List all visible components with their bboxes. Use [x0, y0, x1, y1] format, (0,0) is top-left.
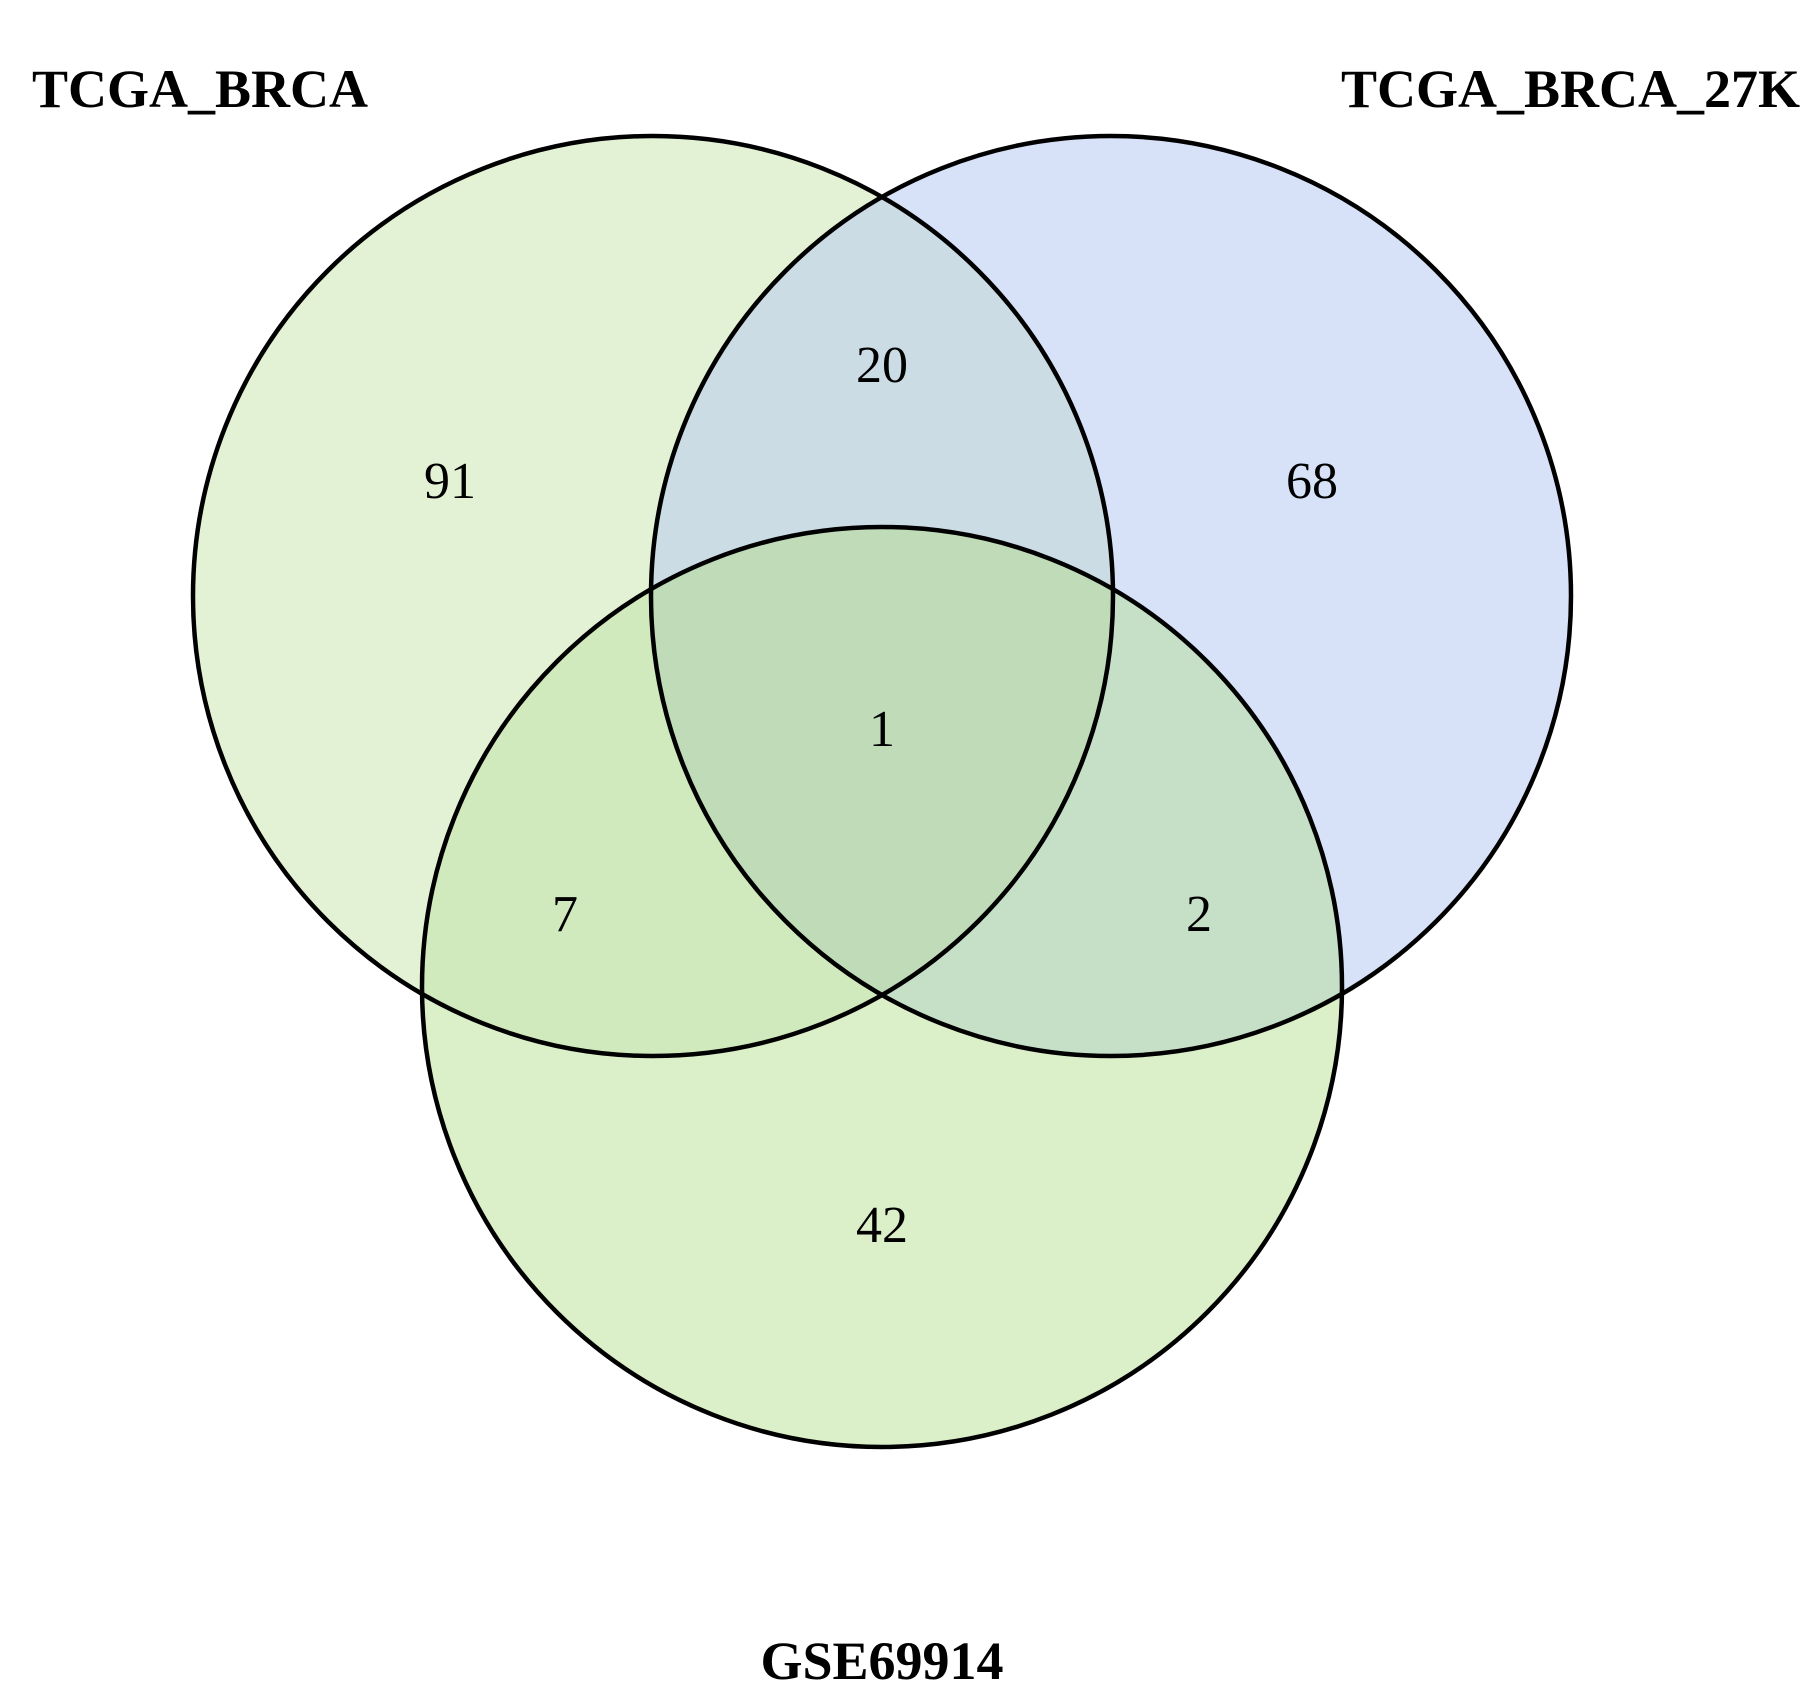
count-bc: 2 — [1186, 886, 1212, 943]
set-label-a: TCGA_BRCA — [32, 59, 368, 119]
count-ac: 7 — [552, 886, 578, 943]
set-c-outline — [419, 524, 1345, 1450]
set-a-outline — [190, 133, 1116, 1059]
set-label-b: TCGA_BRCA_27K — [1341, 59, 1800, 119]
count-c-only: 42 — [856, 1197, 908, 1254]
set-b-outline — [648, 133, 1574, 1059]
count-b-only: 68 — [1286, 453, 1338, 510]
count-a-only: 91 — [424, 453, 476, 510]
set-label-c: GSE69914 — [760, 1631, 1003, 1691]
count-abc: 1 — [869, 701, 895, 758]
count-ab: 20 — [856, 337, 908, 394]
